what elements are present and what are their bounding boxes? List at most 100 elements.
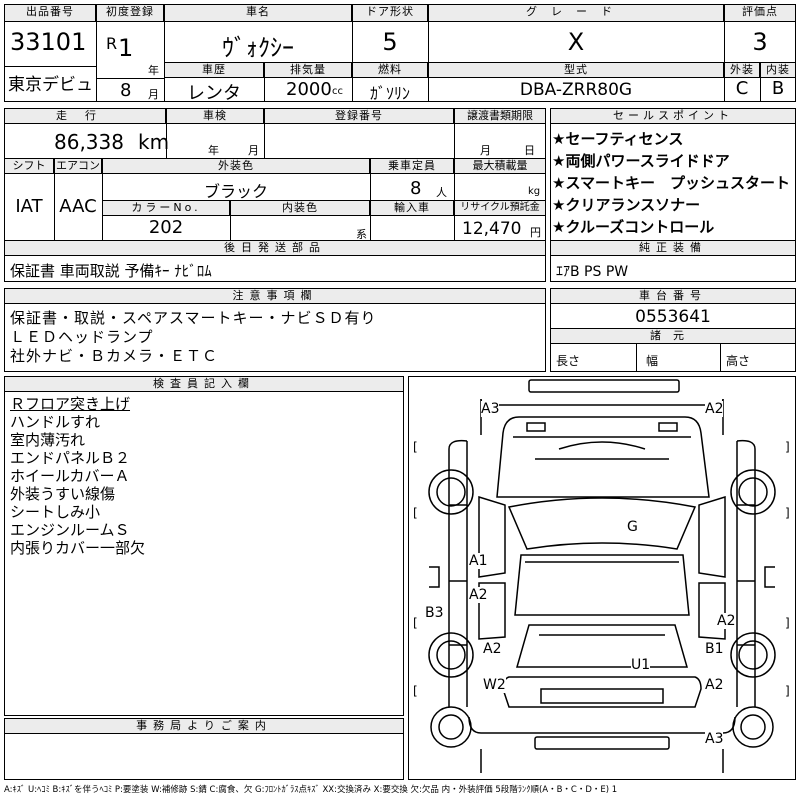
inspector-line: 内張りカバー一部欠 [10, 539, 146, 557]
inspector-line: ホイールカバーＡ [10, 467, 130, 485]
transfer-day-unit: 日 [524, 144, 535, 157]
sales-point-item: ★クリアランスソナー [552, 196, 701, 214]
later-parts-label: 後日発送部品 [4, 240, 546, 256]
damage-mark: A1 [469, 553, 488, 569]
damage-mark: A2 [717, 613, 736, 629]
inspector-line: シートしみ小 [10, 503, 101, 521]
fuel-label: 燃料 [352, 62, 428, 78]
era: R [106, 34, 118, 53]
damage-mark: B1 [705, 641, 724, 657]
capacity-unit: 人 [436, 186, 447, 199]
interior-grade-label: 内装 [760, 62, 796, 78]
color-no-label: カラーNo. [102, 200, 230, 216]
interior-color-label: 内装色 [230, 200, 370, 216]
inspector-line: 室内薄汚れ [10, 431, 86, 449]
load-unit: kg [528, 186, 541, 197]
recycle-unit: 円 [530, 226, 541, 239]
svg-text:[: [ [413, 616, 418, 630]
inspector-line: エンジンルームＳ [10, 521, 130, 539]
lot-label: 出品番号 [4, 4, 96, 22]
doors: 5 [382, 28, 398, 56]
ac-label: エアコン [54, 158, 102, 174]
inspector-label: 検査員記入欄 [4, 376, 404, 392]
damage-mark: G [627, 519, 638, 535]
svg-text:]: ] [785, 506, 790, 520]
shift: IAT [15, 196, 43, 217]
factory-equipment-label: 純正装備 [550, 240, 796, 256]
later-parts: 保証書 車両取説 予備ｷｰ ﾅﾋﾞﾛﾑ [10, 262, 212, 280]
legend: A:ｷｽﾞ U:ﾍｺﾐ B:ｷｽﾞを伴うﾍｺﾐ P:要塗装 W:補修跡 S:錆 … [4, 785, 618, 795]
score-label: 評価点 [724, 4, 796, 22]
capacity: 8 [410, 178, 422, 199]
color-no: 202 [148, 217, 184, 238]
inspector-line: エンドパネルＢ２ [10, 449, 131, 467]
chassis-label: 車台番号 [550, 288, 796, 304]
mileage-unit: km [138, 130, 170, 154]
mileage: 86,338 [54, 130, 124, 154]
specs-label: 諸元 [550, 328, 796, 344]
inspector-line: ハンドルすれ [10, 413, 101, 431]
reg-year: 1 [118, 34, 134, 62]
sales-points-label: セールスポイント [550, 108, 796, 124]
inspection-year-unit: 年 [208, 144, 219, 157]
spec-height-label: 高さ [726, 354, 751, 368]
note-line: 社外ナビ・Ｂカメラ・ＥＴＣ [10, 347, 219, 365]
factory-equipment: ｴｱB PS PW [556, 264, 629, 280]
color-label: 外装色 [102, 158, 370, 174]
recycle-label: リサイクル預託金 [454, 200, 546, 216]
inspection-label: 車検 [166, 108, 264, 124]
displacement: 2000 [286, 79, 332, 100]
svg-text:[: [ [413, 440, 418, 454]
ac: AAC [59, 196, 97, 217]
first-reg-label: 初度登録 [96, 4, 164, 22]
exterior-grade-label: 外装 [724, 62, 760, 78]
note-line: 保証書・取説・スペアスマートキー・ナビＳＤ有り [10, 309, 377, 327]
door-label: ドア形状 [352, 4, 428, 22]
reg-month-unit: 月 [148, 88, 159, 101]
sales-point-item: ★クルーズコントロール [552, 218, 715, 236]
import-label: 輸入車 [370, 200, 454, 216]
damage-mark: A2 [705, 677, 724, 693]
fuel: ｶﾞｿﾘﾝ [369, 84, 410, 103]
interior-color-unit: 系 [356, 228, 367, 241]
damage-mark: A3 [705, 731, 724, 747]
interior-grade: B [771, 78, 785, 99]
damage-mark: A2 [483, 641, 502, 657]
exterior-grade: C [735, 78, 749, 99]
note-line: ＬＥＤヘッドランプ [10, 328, 154, 346]
grade-label: グレード [428, 4, 724, 22]
damage-mark: W2 [483, 677, 506, 693]
reg-month: 8 [120, 80, 132, 101]
damage-mark: A3 [481, 401, 500, 417]
model-label: 型式 [428, 62, 724, 78]
lot-number: 33101 [10, 28, 87, 56]
inspector-line: Ｒフロア突き上げ [10, 395, 131, 413]
car-name-label: 車名 [164, 4, 352, 22]
spec-width-label: 幅 [646, 354, 659, 368]
reg-year-unit: 年 [148, 64, 159, 77]
sales-point-item: ★両側パワースライドドア [552, 152, 730, 170]
car-name: ｳﾞｫｸｼｰ [222, 34, 294, 62]
office-label: 事務局よりご案内 [4, 718, 404, 734]
history: レンタ [187, 83, 241, 104]
sales-point-item: ★セーフティセンス [552, 130, 684, 148]
svg-text:]: ] [785, 616, 790, 630]
chassis-number: 0553641 [635, 307, 711, 327]
load-label: 最大積載量 [454, 158, 546, 174]
svg-text:]: ] [785, 440, 790, 454]
shift-label: シフト [4, 158, 54, 174]
damage-mark: B3 [425, 605, 444, 621]
damage-mark: A2 [469, 587, 488, 603]
sales-point-item: ★スマートキー プッシュスタート [552, 174, 790, 192]
displacement-unit: cc [332, 86, 343, 97]
inspector-line: 外装うすい線傷 [10, 485, 116, 503]
grade: X [567, 28, 585, 56]
inspection-month-unit: 月 [248, 144, 259, 157]
color: ブラック [203, 182, 268, 201]
displacement-label: 排気量 [264, 62, 352, 78]
score: 3 [752, 28, 768, 56]
